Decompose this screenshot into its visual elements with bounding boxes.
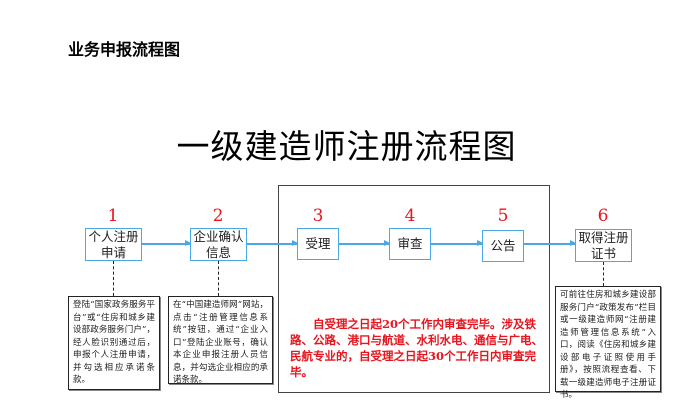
step-label: 个人注册申请 bbox=[88, 228, 139, 260]
step-accept: 受理 bbox=[297, 228, 339, 260]
dashed-connector bbox=[218, 261, 219, 296]
flow-arrow bbox=[524, 240, 576, 246]
step-personal-application: 个人注册申请 bbox=[85, 228, 142, 261]
step-label: 审查 bbox=[397, 236, 423, 251]
step6-description: 可前往住房和城乡建设部服务门户“政策发布”栏目或一级建造师网“注册建造师管理信息… bbox=[555, 286, 661, 400]
flow-arrow bbox=[141, 240, 191, 246]
step-label: 受理 bbox=[305, 236, 331, 251]
dashed-connector bbox=[113, 261, 114, 296]
flow-arrow bbox=[247, 240, 298, 246]
step-label: 企业确认信息 bbox=[193, 228, 244, 260]
section-title: 业务申报流程图 bbox=[68, 40, 181, 59]
step-number-4: 4 bbox=[404, 206, 416, 226]
review-phase-frame bbox=[278, 185, 550, 393]
step-review: 审查 bbox=[389, 228, 431, 260]
step-label: 取得注册证书 bbox=[578, 229, 629, 261]
review-time-note: 自受理之日起20个工作内审查完毕。涉及铁路、公路、港口与航道、水利水电、通信与广… bbox=[290, 317, 543, 379]
dashed-connector bbox=[603, 262, 604, 286]
step2-description: 在“中国建造师网”网站，点击“注册管理信息系统”按钮，通过“企业入口”登陆企业账… bbox=[168, 296, 273, 385]
step-number-6: 6 bbox=[597, 206, 609, 226]
step1-description: 登陆“国家政务服务平台”或“住房和城乡建设部政务服务门户”，经人脸识别通过后，申… bbox=[68, 296, 160, 390]
flow-arrow bbox=[339, 240, 390, 246]
step-label: 公告 bbox=[490, 238, 516, 253]
step-number-1: 1 bbox=[107, 206, 119, 226]
step-certificate: 取得注册证书 bbox=[575, 229, 632, 262]
step-number-2: 2 bbox=[212, 206, 224, 226]
step-announce: 公告 bbox=[482, 230, 524, 262]
step-number-5: 5 bbox=[497, 206, 509, 226]
step-number-3: 3 bbox=[312, 206, 324, 226]
flow-arrow bbox=[431, 240, 483, 246]
page-title: 一级建造师注册流程图 bbox=[176, 127, 517, 166]
step-company-confirm: 企业确认信息 bbox=[190, 228, 247, 261]
